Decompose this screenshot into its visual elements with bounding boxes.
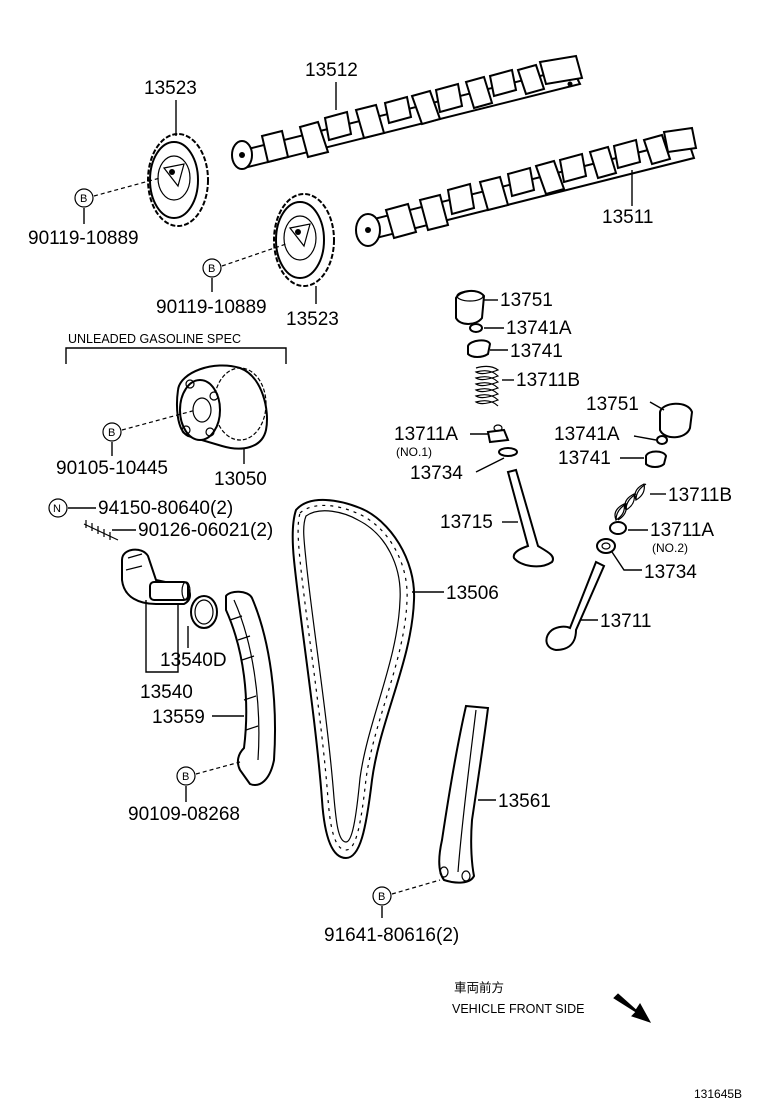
label-13711A-a: 13711A	[394, 424, 458, 445]
valve-keeper-13741A-a[interactable]	[469, 323, 483, 333]
label-90119-bottom: 90119-10889	[156, 297, 267, 318]
label-13711B-a: 13711B	[516, 370, 580, 391]
chain-tensioner-13540[interactable]	[121, 548, 191, 605]
vvt-gear-13050[interactable]	[176, 364, 268, 450]
label-13751-a: 13751	[500, 290, 553, 311]
label-13715: 13715	[440, 512, 493, 533]
dashed-90119-top	[93, 177, 161, 197]
unleaded-spec-bracket	[65, 347, 287, 364]
svg-text:N: N	[53, 503, 61, 515]
label-13559: 13559	[152, 707, 205, 728]
cam-sprocket-13523-top[interactable]	[147, 133, 209, 227]
valve-13715[interactable]	[506, 468, 554, 568]
label-13711: 13711	[600, 611, 651, 632]
dashed-90119-bottom	[221, 243, 287, 267]
dashed-91641	[391, 879, 441, 895]
label-13540: 13540	[140, 682, 193, 703]
label-90109: 90109-08268	[128, 804, 240, 825]
dashed-90105	[121, 409, 197, 431]
valve-13711[interactable]	[545, 560, 606, 652]
vehicle-front-en: VEHICLE FRONT SIDE	[452, 1002, 584, 1016]
valve-spring-13711B-b[interactable]	[614, 483, 647, 522]
front-direction-arrow-icon	[613, 993, 652, 1023]
valve-spring-13711B-a[interactable]	[474, 365, 500, 407]
leader-13741A-b	[633, 435, 657, 441]
label-91641: 91641-80616(2)	[324, 925, 459, 946]
label-13734-b: 13734	[644, 562, 697, 583]
chain-guide-13561[interactable]	[438, 704, 490, 884]
label-no1: (NO.1)	[396, 445, 432, 459]
label-13561: 13561	[498, 791, 551, 812]
nut-mark-n: N	[48, 498, 68, 518]
stud-bolt-90126[interactable]	[83, 520, 119, 541]
label-13523-bottom: 13523	[286, 309, 339, 330]
label-13741-b: 13741	[558, 448, 611, 469]
label-90105: 90105-10445	[56, 458, 168, 479]
label-13734-a: 13734	[410, 463, 463, 484]
valve-lifter-13751-a[interactable]	[455, 290, 486, 325]
label-no2: (NO.2)	[652, 541, 688, 555]
label-13511: 13511	[602, 207, 653, 228]
spring-retainer-13741-a[interactable]	[467, 339, 492, 358]
label-13711B-b: 13711B	[668, 485, 732, 506]
spring-retainer-13741-b[interactable]	[645, 450, 668, 468]
camshaft-13511[interactable]	[355, 126, 698, 247]
svg-text:B: B	[378, 891, 385, 903]
svg-text:B: B	[182, 771, 189, 783]
label-13512: 13512	[305, 60, 358, 81]
leader-13540	[145, 600, 179, 673]
valve-lifter-13751-b[interactable]	[659, 402, 694, 439]
valve-keeper-13741A-b[interactable]	[656, 435, 668, 445]
label-13506: 13506	[446, 583, 499, 604]
tensioner-slipper-13559[interactable]	[225, 590, 277, 786]
label-13050: 13050	[214, 469, 267, 490]
spring-seat-13711A-a[interactable]	[486, 424, 510, 444]
valve-seal-13734-b[interactable]	[596, 538, 616, 554]
unleaded-spec-text: UNLEADED GASOLINE SPEC	[68, 332, 241, 346]
bolt-mark-b-1: B	[74, 188, 94, 208]
vehicle-front-jp: 車両前方	[454, 980, 504, 995]
timing-chain-13506[interactable]	[291, 498, 416, 860]
gasket-13540D[interactable]	[190, 595, 218, 629]
valve-seal-13734-a[interactable]	[498, 447, 518, 457]
label-13741A-a: 13741A	[506, 318, 572, 339]
bolt-mark-b-2: B	[202, 258, 222, 278]
label-13540D: 13540D	[160, 650, 227, 671]
figure-id: 131645B	[694, 1087, 742, 1101]
dashed-90109	[195, 761, 241, 775]
spring-seat-13711A-b[interactable]	[609, 521, 627, 535]
camshaft-13512[interactable]	[231, 54, 584, 170]
bolt-mark-b-3: B	[102, 422, 122, 442]
label-13741-a: 13741	[510, 341, 563, 362]
label-13711A-b: 13711A	[650, 520, 714, 541]
svg-text:B: B	[108, 427, 115, 439]
svg-text:B: B	[208, 263, 215, 275]
bolt-mark-b-4: B	[176, 766, 196, 786]
label-90126: 90126-06021(2)	[138, 520, 273, 541]
leader-13734-b	[611, 551, 642, 571]
svg-text:B: B	[80, 193, 87, 205]
cam-sprocket-13523-bottom[interactable]	[273, 193, 335, 287]
leader-13734-a	[475, 457, 505, 473]
label-94150: 94150-80640(2)	[98, 498, 233, 519]
label-90119-top: 90119-10889	[28, 228, 139, 249]
label-13741A-b: 13741A	[554, 424, 620, 445]
label-13523-top: 13523	[144, 78, 197, 99]
bolt-mark-b-5: B	[372, 886, 392, 906]
leader-13751-b	[649, 401, 665, 411]
label-13751-b: 13751	[586, 394, 639, 415]
